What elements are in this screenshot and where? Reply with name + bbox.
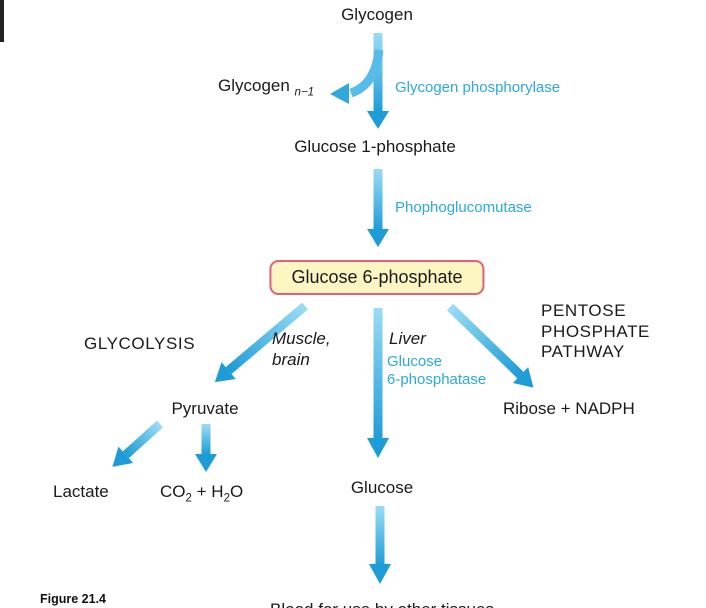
arrow-glucose1p-to-glucose6p xyxy=(367,169,389,247)
plus-h-part: + H xyxy=(191,482,224,501)
scan-edge-artifact xyxy=(0,0,4,42)
node-ribose-nadph: Ribose + NADPH xyxy=(503,399,635,418)
node-glucose-6-phosphate: Glucose 6-phosphate xyxy=(269,260,485,295)
arrow-glucose6p-to-pyruvate xyxy=(214,302,308,383)
node-glucose: Glucose xyxy=(350,478,414,497)
h2o-subscript: 2 xyxy=(223,492,230,505)
co2-subscript: 2 xyxy=(185,492,192,505)
arrow-glucose6p-to-glucose xyxy=(367,308,389,458)
arrow-glucose-to-blood xyxy=(369,506,391,584)
enzyme-glycogen-phosphorylase: Glycogen phosphorylase xyxy=(395,79,561,96)
arrow-pyruvate-to-co2 xyxy=(195,424,217,472)
o-part: O xyxy=(229,482,244,501)
figure-caption: Figure 21.4 xyxy=(40,592,106,606)
arrow-pyruvate-to-lactate xyxy=(112,420,164,467)
node-glucose-1-phosphate: Glucose 1-phosphate xyxy=(294,137,456,156)
node-blood: Blood for use by other tissues xyxy=(270,600,494,608)
pathway-pentose-phosphate: PENTOSE PHOSPHATE PATHWAY xyxy=(541,301,650,362)
arrow-branch-to-glycogen-n1 xyxy=(330,49,384,104)
pathway-glycolysis: GLYCOLYSIS xyxy=(84,334,196,353)
node-co2-h2o: CO2 + H2O xyxy=(160,482,243,505)
arrow-glucose6p-to-ribose xyxy=(446,303,534,388)
enzyme-phosphoglucomutase: Phophoglucomutase xyxy=(395,199,532,216)
glycogen-n1-subscript: n−1 xyxy=(294,86,315,99)
node-glycogen-n1: Glycogen n−1 xyxy=(218,76,314,99)
co2-part: CO xyxy=(160,482,186,501)
annotation-muscle-brain: Muscle, brain xyxy=(272,329,331,369)
glycogen-n1-base: Glycogen xyxy=(218,76,295,95)
node-glycogen: Glycogen xyxy=(341,5,413,24)
node-pyruvate: Pyruvate xyxy=(171,399,239,418)
annotation-liver: Liver xyxy=(389,329,426,348)
node-lactate: Lactate xyxy=(53,482,109,501)
enzyme-glucose-6-phosphatase: Glucose 6-phosphatase xyxy=(387,353,487,389)
